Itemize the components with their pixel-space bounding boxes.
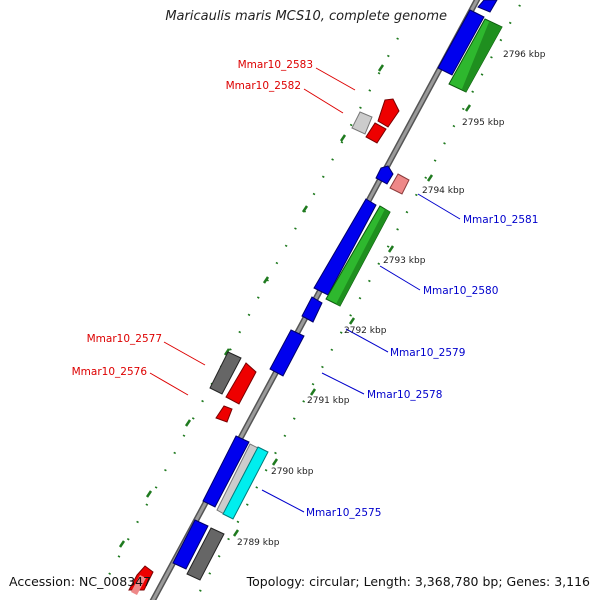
connector-2577 <box>163 341 206 366</box>
scale-tick <box>223 348 231 356</box>
gene-grey-2582[interactable] <box>351 111 373 135</box>
gene-label-left[interactable]: Mmar10_2577 <box>87 333 162 345</box>
gene-blue-2578[interactable] <box>269 329 305 377</box>
genome-info-text: Topology: circular; Length: 3,368,780 bp… <box>246 574 590 589</box>
scale-label: 2790 kbp <box>271 467 314 477</box>
connector-2582 <box>303 88 344 114</box>
gene-red-2583[interactable] <box>377 98 400 128</box>
genome-title: Maricaulis maris MCS10, complete genome <box>165 9 447 24</box>
gene-label-right[interactable]: Mmar10_2581 <box>463 214 538 226</box>
gene-green-2580-shade <box>336 209 390 306</box>
gene-blue-2574[interactable] <box>172 519 209 570</box>
gene-blue-2579[interactable] <box>301 296 323 323</box>
scale-tick <box>145 490 153 498</box>
scale-label: 2794 kbp <box>422 186 465 196</box>
gene-pink-2581[interactable] <box>389 173 410 195</box>
connector-2579 <box>345 328 389 353</box>
gene-labels: Mmar10_2583 Mmar10_2582 Mmar10_2577 Mmar… <box>72 59 539 519</box>
gene-blue-2796[interactable] <box>437 9 485 76</box>
scale-tick <box>262 276 270 284</box>
scale-label: 2791 kbp <box>307 396 350 406</box>
connector-2580 <box>379 265 421 291</box>
gene-grey-2577[interactable] <box>209 351 242 395</box>
accession-text: Accession: NC_008347 <box>9 574 152 589</box>
gene-blue-top[interactable] <box>477 0 498 13</box>
scale-tick <box>464 104 472 112</box>
scale-label: 2793 kbp <box>383 256 426 266</box>
gene-label-right[interactable]: Mmar10_2575 <box>306 507 381 519</box>
scale-label: 2796 kbp <box>503 50 546 60</box>
scale-tick <box>301 205 309 213</box>
scale-label: 2795 kbp <box>462 118 505 128</box>
outer-tick-rail <box>108 37 399 576</box>
gene-label-left[interactable]: Mmar10_2576 <box>72 366 148 378</box>
scale-tick <box>377 64 385 72</box>
gene-blue-2575a[interactable] <box>202 435 250 508</box>
connector-2575 <box>261 489 305 513</box>
scale-label: 2792 kbp <box>344 326 387 336</box>
scale-tick <box>184 419 192 427</box>
gene-green-2796-shade <box>462 22 502 92</box>
scale-ticks <box>118 64 472 548</box>
gene-red-2576[interactable] <box>215 405 233 423</box>
gene-red-2577[interactable] <box>225 362 257 405</box>
gene-blue-2581a[interactable] <box>375 165 394 185</box>
scale-tick <box>232 529 240 537</box>
scale-tick <box>348 317 356 325</box>
scale-tick <box>118 540 126 548</box>
scale-tick <box>426 174 434 182</box>
connector-2581 <box>417 193 461 220</box>
scale-label: 2789 kbp <box>237 538 280 548</box>
gene-label-right[interactable]: Mmar10_2578 <box>367 389 442 401</box>
gene-label-right[interactable]: Mmar10_2579 <box>390 347 465 359</box>
gene-red-2582[interactable] <box>365 122 387 144</box>
connector-2583 <box>315 67 356 91</box>
gene-label-left[interactable]: Mmar10_2583 <box>238 59 313 71</box>
label-connectors <box>149 67 461 513</box>
scale-tick <box>339 134 347 142</box>
scale-tick <box>387 245 395 253</box>
connector-2576 <box>149 372 189 396</box>
gene-features <box>128 0 503 595</box>
gene-red-bottom-shade <box>131 575 146 595</box>
scale-tick <box>271 458 279 466</box>
connector-2578 <box>321 372 365 395</box>
scale-tick <box>309 388 317 396</box>
scale-labels: 2796 kbp 2795 kbp 2794 kbp 2793 kbp 2792… <box>237 50 546 548</box>
gene-label-right[interactable]: Mmar10_2580 <box>423 285 498 297</box>
gene-label-left[interactable]: Mmar10_2582 <box>226 80 301 92</box>
gene-grey-2574[interactable] <box>186 527 225 581</box>
gene-cyan-2575[interactable] <box>222 446 269 520</box>
